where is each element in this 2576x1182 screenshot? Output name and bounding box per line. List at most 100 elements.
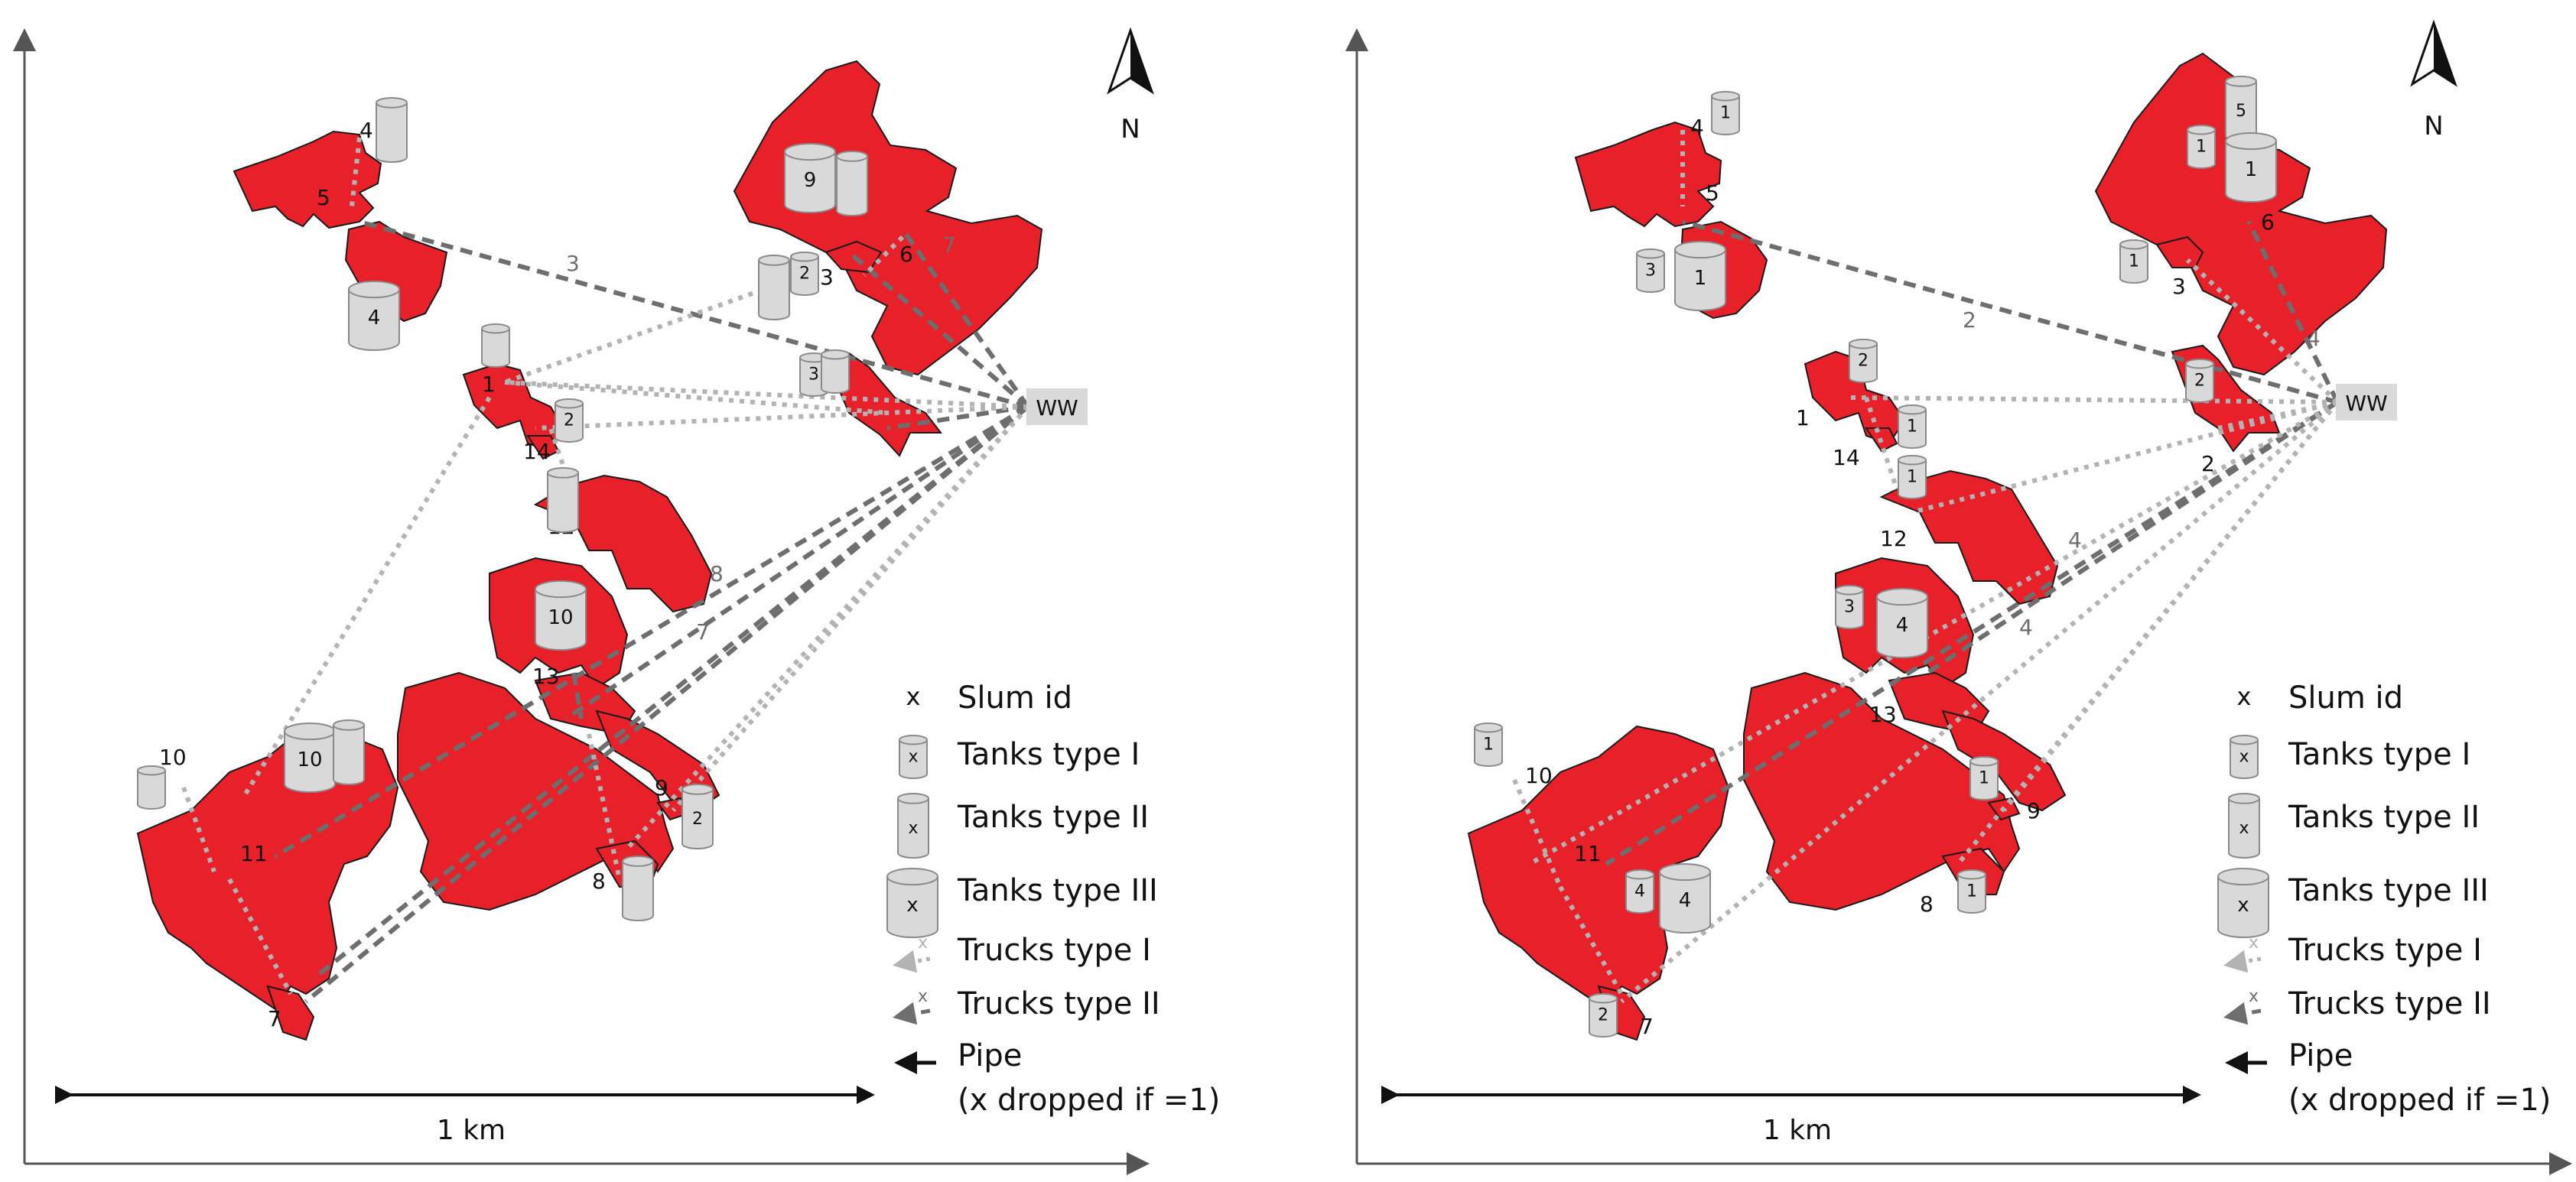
cylinder-tank-icon — [137, 765, 166, 810]
ww-label: WW — [2345, 391, 2387, 416]
slum-id: 3 — [820, 265, 834, 290]
slum-id: 8 — [1920, 891, 1934, 917]
truck-route-type1 — [1512, 778, 1563, 888]
cylinder-tank-icon: 2 — [1589, 993, 1618, 1037]
cylinder-tank-icon: 4 — [348, 281, 400, 351]
cylinder-tank-icon: 9 — [784, 143, 836, 213]
legend-label: Tanks type III — [2288, 873, 2489, 908]
truck-route-type2 — [304, 404, 1029, 1004]
truck-route-type1 — [2185, 258, 2340, 404]
truck-route-type2 — [886, 404, 1029, 430]
tank-count-label: 1 — [1694, 267, 1707, 290]
tank-count-label: x — [2237, 894, 2249, 917]
slum-id: 7 — [1640, 1014, 1654, 1039]
cylinder-tank-icon: 2 — [555, 398, 584, 443]
truck-route-type2 — [2246, 220, 2340, 404]
north-label: N — [1120, 114, 1140, 145]
north-arrow-icon: N — [2410, 19, 2457, 141]
cylinder-tank-icon: 10 — [284, 723, 336, 793]
slum-id: 2 — [2201, 451, 2215, 476]
cylinder-tank-icon: x — [899, 735, 928, 779]
slum-area-4-5 — [233, 130, 382, 229]
route-label: 8 — [710, 561, 724, 586]
slum-id: 10 — [1525, 763, 1553, 788]
scale-bar: 1 km — [55, 1086, 875, 1146]
slum-id: 9 — [655, 775, 668, 800]
tank-count-label: 5 — [2236, 102, 2246, 121]
legend-label: Tanks type III — [957, 873, 1158, 908]
legend-label: Trucks type II — [957, 986, 1160, 1021]
tank-count-label: 1 — [2129, 252, 2139, 271]
cylinder-tank-icon: 1 — [1474, 723, 1503, 767]
cylinder-tank-icon: x — [897, 793, 929, 859]
slum-id: 10 — [159, 745, 187, 770]
tank-count-label: x — [906, 894, 918, 917]
truck-route-type1 — [862, 235, 905, 278]
legend-truck1-arrow — [2223, 950, 2262, 973]
cylinder-tank-icon — [547, 467, 579, 533]
legend-slum-marker: x — [2237, 682, 2252, 711]
tank-count-label: 4 — [1679, 889, 1692, 912]
slum-area-6 — [733, 60, 1043, 376]
tank-count-label: 1 — [1483, 736, 1494, 755]
map-panel-left: 3 7 8 7 1 2 3 4 5 6 7 8 9 10 11 12 13 14… — [13, 27, 1154, 1175]
tank-count-label: x — [2239, 748, 2249, 767]
cylinder-tank-icon: 1 — [1898, 404, 1927, 449]
slum-area-12 — [533, 474, 713, 613]
truck-route-type1 — [1956, 401, 2340, 865]
slum-id: 9 — [2027, 798, 2041, 823]
cylinder-tank-icon: 5 — [2225, 76, 2257, 141]
slum-id: 13 — [532, 664, 560, 689]
cylinder-tank-icon: 1 — [1957, 869, 1986, 914]
scale-label: 1 km — [1763, 1115, 1832, 1146]
wastewater-plant: WW — [1026, 388, 1088, 425]
truck-route-type1 — [504, 380, 1029, 409]
legend-truck-glyph: x — [2249, 987, 2259, 1006]
slum-area-12 — [1879, 469, 2059, 606]
slum-id: 4 — [359, 118, 373, 143]
legend-label: Slum id — [2288, 680, 2403, 716]
cylinder-tank-icon: 1 — [1674, 241, 1726, 311]
cylinder-tank-icon: 1 — [2187, 125, 2216, 169]
truck-route-type1 — [227, 878, 293, 995]
tank-count-label: 3 — [808, 365, 819, 385]
tank-count-label: 1 — [2245, 158, 2258, 181]
tank-count-label: 1 — [2196, 138, 2207, 157]
cylinder-tank-icon: 2 — [681, 784, 714, 849]
slum-areas — [136, 60, 1043, 1041]
route-label: 2 — [1963, 307, 1976, 333]
legend-label: Trucks type I — [2288, 933, 2482, 968]
cylinder-tank-icon: x — [2228, 793, 2260, 859]
cylinder-tank-icon — [333, 719, 365, 785]
legend-label: Tanks type II — [2288, 800, 2480, 835]
truck-route-type1 — [1911, 400, 2338, 515]
legend-truck1-arrow — [893, 950, 931, 973]
cylinder-tank-icon: x — [2230, 735, 2259, 779]
tank-count-label: 9 — [804, 169, 817, 192]
tank-count-label: 1 — [1979, 769, 1989, 788]
slum-id: 13 — [1869, 702, 1897, 727]
truck-routes — [181, 137, 1030, 1004]
cylinder-tank-icon — [821, 349, 850, 394]
slum-id: 6 — [899, 242, 913, 267]
tank-count-label: x — [908, 748, 918, 767]
legend-slum-marker: x — [906, 682, 921, 711]
route-label: 7 — [696, 619, 710, 645]
cylinder-tank-icon — [836, 151, 868, 216]
route-labels: 3 7 8 7 — [566, 232, 956, 645]
tank-count-label: 10 — [548, 606, 573, 629]
cylinder-tank-icon: 4 — [1659, 863, 1711, 934]
tank-count-label: 3 — [1844, 598, 1855, 617]
tank-count-label: x — [2239, 819, 2249, 838]
wastewater-plant: WW — [2336, 384, 2397, 421]
cylinder-tank-icon: 3 — [1835, 585, 1864, 629]
scale-label: 1 km — [437, 1115, 506, 1146]
tank-count-label: 2 — [692, 810, 703, 829]
slum-id: 11 — [240, 841, 268, 866]
truck-route-type2 — [312, 404, 1029, 981]
north-label: N — [2424, 111, 2443, 141]
